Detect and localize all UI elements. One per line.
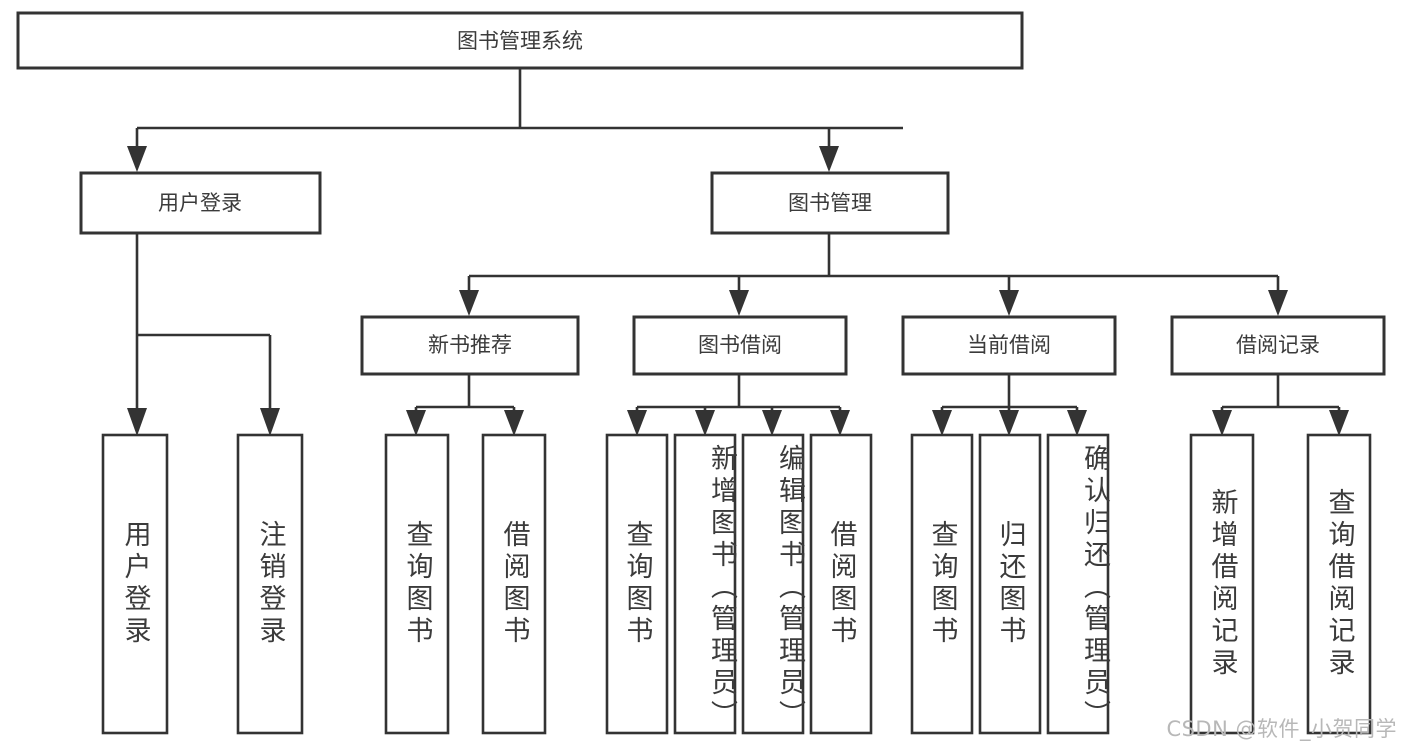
node-leaf-user-login[interactable] xyxy=(101,433,169,735)
node-leaf-logout-login[interactable] xyxy=(236,433,304,735)
node-book-borrow-label: 图书借阅 xyxy=(698,333,782,357)
node-leaf-add-book[interactable] xyxy=(673,433,737,735)
node-leaf-return-book[interactable] xyxy=(978,433,1042,735)
node-new-book-recommend[interactable]: 新书推荐 xyxy=(360,315,580,376)
connector-book-borrow-to-leaves xyxy=(627,374,850,436)
connector-current-borrow-to-leaves xyxy=(932,374,1087,436)
connector-root-to-level2 xyxy=(127,68,903,172)
node-root[interactable]: 图书管理系统 xyxy=(16,11,1024,70)
node-current-borrow[interactable]: 当前借阅 xyxy=(901,315,1117,376)
node-leaf-borrow-book-2[interactable] xyxy=(809,433,873,735)
node-leaf-edit-book[interactable] xyxy=(741,433,805,735)
node-user-login-label: 用户登录 xyxy=(158,191,242,215)
node-borrow-record-label: 借阅记录 xyxy=(1236,333,1320,357)
node-leaf-query-book-3[interactable] xyxy=(910,433,974,735)
node-root-label: 图书管理系统 xyxy=(457,29,583,53)
node-leaf-query-book-1[interactable] xyxy=(384,433,450,735)
node-leaf-query-record[interactable] xyxy=(1306,433,1372,735)
node-leaf-borrow-book-1[interactable] xyxy=(481,433,547,735)
connector-book-manage-to-level3 xyxy=(459,233,1288,316)
node-leaf-add-record[interactable] xyxy=(1189,433,1255,735)
csdn-watermark: CSDN @软件_小贺同学 xyxy=(1166,717,1397,741)
node-user-login[interactable]: 用户登录 xyxy=(79,171,322,235)
node-current-borrow-label: 当前借阅 xyxy=(967,333,1051,357)
node-leaf-confirm-return[interactable] xyxy=(1046,433,1110,735)
connector-user-login-to-leaves xyxy=(127,233,280,436)
node-borrow-record[interactable]: 借阅记录 xyxy=(1170,315,1386,376)
connector-borrow-record-to-leaves xyxy=(1212,374,1349,436)
node-leaf-query-book-2[interactable] xyxy=(605,433,669,735)
node-new-book-recommend-label: 新书推荐 xyxy=(428,333,512,357)
connector-new-book-to-leaves xyxy=(406,374,524,436)
node-book-borrow[interactable]: 图书借阅 xyxy=(632,315,848,376)
node-book-manage-label: 图书管理 xyxy=(788,191,872,215)
node-book-manage[interactable]: 图书管理 xyxy=(710,171,950,235)
